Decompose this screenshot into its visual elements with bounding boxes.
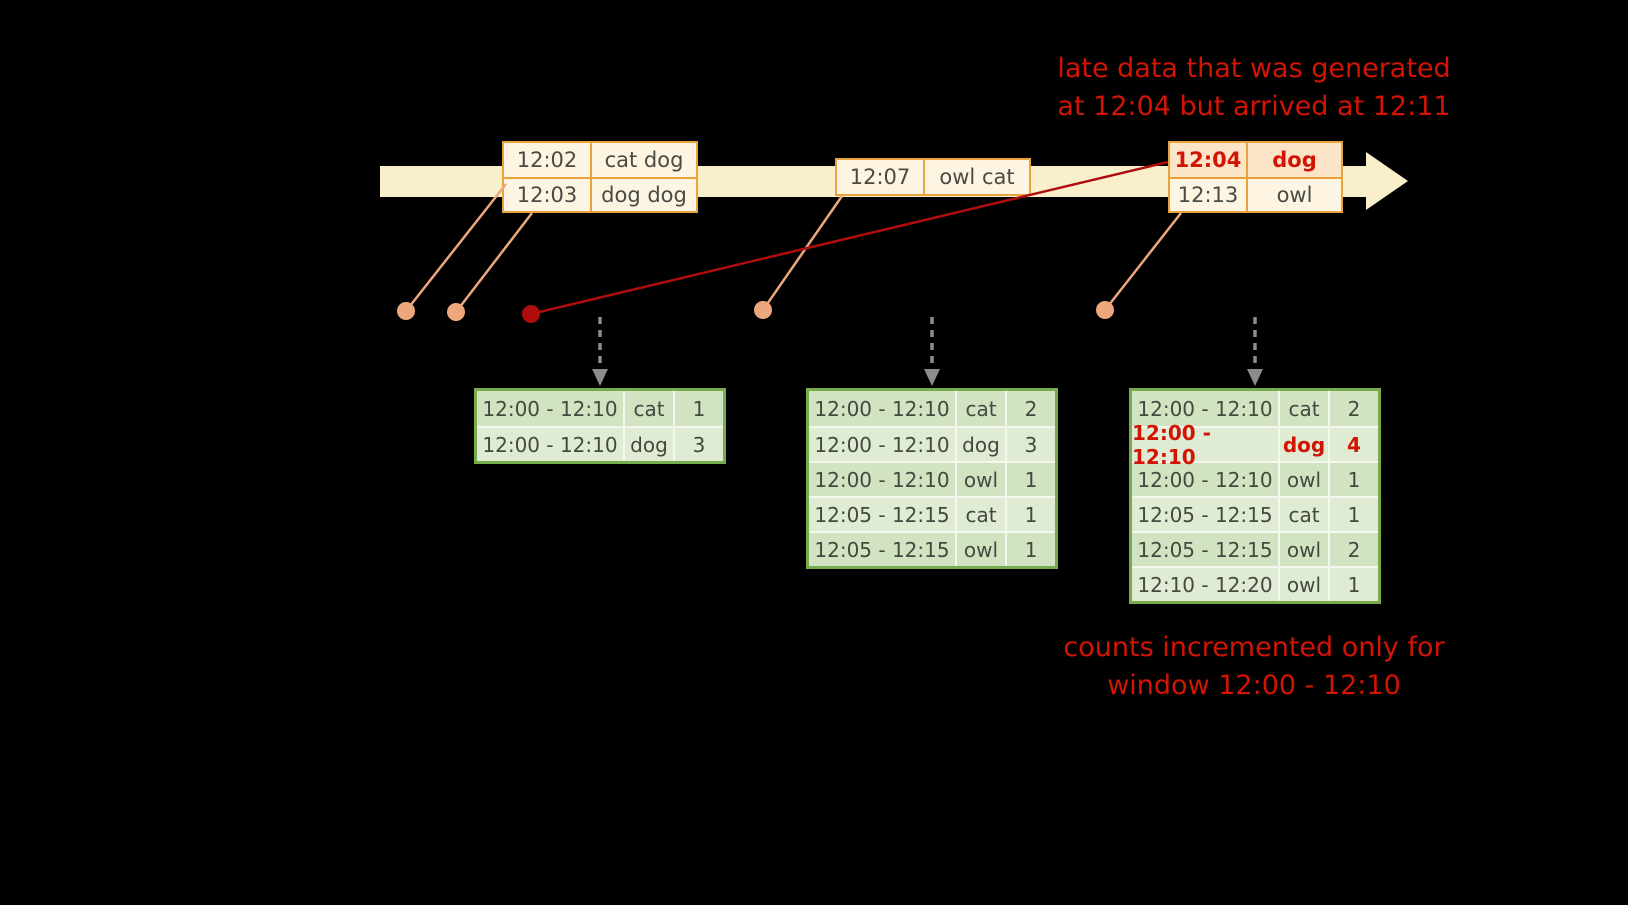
event-time-cell: 12:03 — [504, 179, 592, 211]
word-cell: cat — [955, 498, 1005, 531]
connector-line — [405, 183, 507, 312]
event-words-cell: cat dog — [604, 148, 684, 172]
window-cell: 12:00 - 12:10 — [482, 432, 618, 457]
word-cell: dog — [623, 428, 673, 461]
window-cell: 12:00 - 12:10 — [1137, 396, 1273, 421]
window-cell: 12:05 - 12:15 — [1137, 537, 1273, 562]
word-cell: owl — [1278, 463, 1328, 496]
window-cell: 12:00 - 12:10 — [814, 432, 950, 457]
window-cell: 12:05 - 12:15 — [814, 537, 950, 562]
event-dot — [397, 302, 415, 320]
count-cell: 1 — [1005, 463, 1055, 496]
annotation-line: late data that was generated — [1057, 53, 1451, 84]
event-words-cell: dog dog — [601, 183, 687, 207]
count-cell: 3 — [1005, 428, 1055, 461]
window-cell: 12:00 - 12:10 — [482, 396, 618, 421]
event-time-cell: 12:07 — [837, 160, 925, 194]
event-dot — [447, 303, 465, 321]
count-cell: 1 — [1005, 498, 1055, 531]
count-cell: 1 — [1005, 533, 1055, 566]
word-cell: cat — [1278, 391, 1328, 426]
connector-line — [761, 195, 844, 311]
window-cell: 12:05 - 12:15 — [1137, 502, 1273, 527]
word-cell: owl — [1278, 533, 1328, 566]
word-cell: cat — [623, 391, 673, 426]
event-row: 12:04 dog — [1170, 143, 1341, 177]
event-box-1207: 12:07 owl cat — [835, 158, 1031, 196]
trigger-arrow — [924, 317, 940, 386]
count-cell: 4 — [1328, 428, 1378, 461]
trigger-arrow — [592, 317, 608, 386]
count-cell: 2 — [1005, 391, 1055, 426]
event-dot — [754, 301, 772, 319]
word-cell: cat — [955, 391, 1005, 426]
window-cell: 12:10 - 12:20 — [1137, 572, 1273, 597]
event-dot — [1096, 301, 1114, 319]
counts-annotation: counts incremented only for window 12:00… — [1024, 629, 1484, 705]
event-row: 12:03 dog dog — [504, 177, 696, 211]
event-words-cell: owl — [1276, 183, 1313, 207]
event-time-cell: 12:02 — [504, 143, 592, 177]
event-row: 12:07 owl cat — [837, 160, 1029, 194]
event-row: 12:02 cat dog — [504, 143, 696, 177]
count-cell: 2 — [1328, 391, 1378, 426]
window-cell: 12:00 - 12:10 — [814, 396, 950, 421]
count-cell: 1 — [673, 391, 723, 426]
count-cell: 2 — [1328, 533, 1378, 566]
word-cell: owl — [955, 533, 1005, 566]
event-box-1204-late: 12:04 dog 12:13 owl — [1168, 141, 1343, 213]
event-row: 12:13 owl — [1170, 177, 1341, 211]
trigger-arrow — [1247, 317, 1263, 386]
word-cell: dog — [955, 428, 1005, 461]
window-cell: 12:00 - 12:10 — [1132, 420, 1211, 469]
connector-line — [455, 212, 533, 313]
count-cell: 3 — [673, 428, 723, 461]
window-cell: 12:00 - 12:10 — [814, 467, 950, 492]
count-cell: 1 — [1328, 463, 1378, 496]
late-event-dot — [522, 305, 540, 323]
event-time-cell: 12:13 — [1170, 179, 1248, 211]
window-cell: 12:00 - 12:10 — [1137, 467, 1273, 492]
event-words-cell: dog — [1272, 148, 1317, 172]
connector-line — [1104, 212, 1182, 311]
word-cell: owl — [1278, 568, 1328, 601]
annotation-line: at 12:04 but arrived at 12:11 — [1057, 91, 1451, 122]
word-cell: dog — [1278, 428, 1328, 461]
annotation-line: counts incremented only for — [1063, 632, 1445, 663]
count-cell: 1 — [1328, 568, 1378, 601]
event-box-1202-1203: 12:02 cat dog 12:03 dog dog — [502, 141, 698, 213]
late-data-annotation: late data that was generated at 12:04 bu… — [1024, 50, 1484, 126]
event-time-cell: 12:04 — [1170, 143, 1248, 177]
event-words-cell: owl cat — [939, 165, 1015, 189]
window-cell: 12:05 - 12:15 — [814, 502, 950, 527]
annotation-line: window 12:00 - 12:10 — [1107, 670, 1401, 701]
timeline-arrowhead-icon — [1366, 152, 1408, 210]
count-cell: 1 — [1328, 498, 1378, 531]
word-cell: cat — [1278, 498, 1328, 531]
word-cell: owl — [955, 463, 1005, 496]
